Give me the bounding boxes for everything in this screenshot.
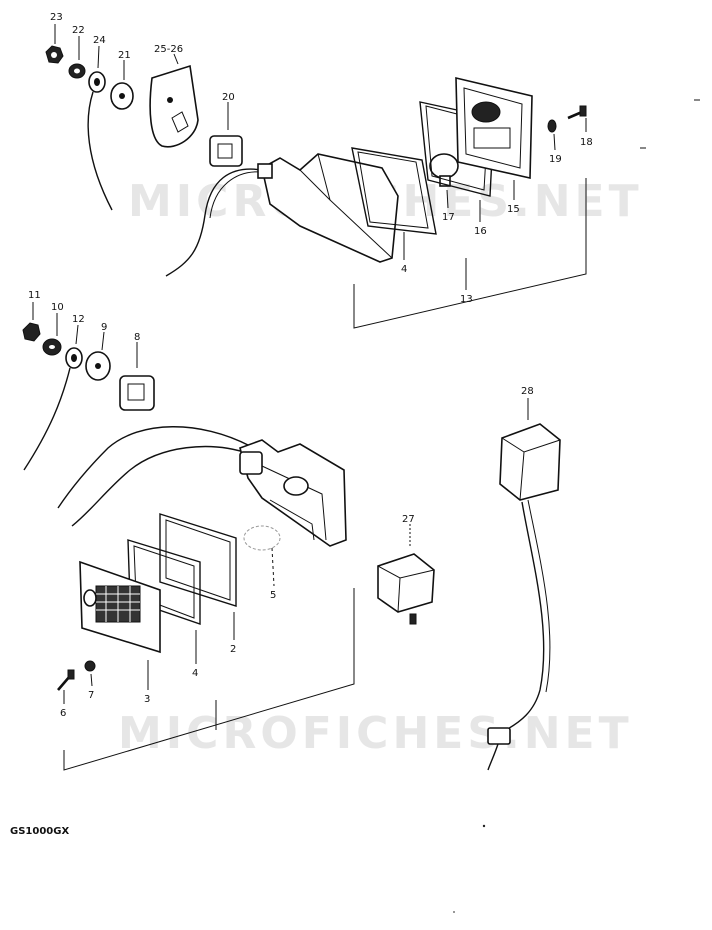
part-23-nut: [45, 24, 64, 64]
callout-12: 12: [72, 314, 85, 325]
part-27-relay: [377, 524, 435, 625]
part-11-nut: [22, 302, 41, 342]
callout-27: 27: [402, 514, 415, 525]
callout-15: 15: [507, 204, 520, 215]
callout-28: 28: [521, 386, 534, 397]
callout-6: 6: [60, 708, 66, 719]
part-mid-lamp-housing: [239, 439, 347, 547]
callout-7: 7: [88, 690, 94, 701]
part-6-screw: [57, 669, 75, 704]
callout-10: 10: [51, 302, 64, 313]
part-10-washer: [42, 313, 62, 356]
part-8-grommet: [119, 342, 155, 411]
callout-22: 22: [72, 25, 85, 36]
model-code: GS1000GX: [10, 826, 69, 837]
callout-24: 24: [93, 35, 106, 46]
callout-25-26: 25-26: [154, 44, 183, 55]
callout-17: 17: [442, 212, 455, 223]
callout-8: 8: [134, 332, 140, 343]
part-3-lens: [79, 560, 161, 690]
callout-3: 3: [144, 694, 150, 705]
callout-19: 19: [549, 154, 562, 165]
assembly-13-bracket: [353, 178, 587, 329]
part-9-washer: [85, 331, 111, 381]
mid-harness-wire-2: [71, 445, 251, 527]
callout-4-lower: 4: [192, 668, 198, 679]
part-24-ground-terminal: [87, 45, 113, 211]
callout-16: 16: [474, 226, 487, 237]
part-19-washer: [547, 119, 557, 151]
part-20-grommet: [209, 102, 243, 167]
part-28-flasher-relay: [487, 398, 561, 771]
callout-5: 5: [270, 590, 276, 601]
part-25-26-bracket: [149, 53, 199, 148]
part-21-washer: [110, 60, 134, 110]
callout-11: 11: [28, 290, 41, 301]
part-22-washer: [68, 36, 86, 79]
callout-4-top: 4: [401, 264, 407, 275]
callout-13: 13: [460, 294, 473, 305]
callout-9: 9: [101, 322, 107, 333]
part-15-lens: [455, 76, 533, 200]
callout-23: 23: [50, 12, 63, 23]
part-18-screw: [567, 105, 587, 132]
callout-18: 18: [580, 137, 593, 148]
part-2-gasket: [159, 513, 237, 640]
part-12-ground-terminal: [23, 324, 83, 471]
callout-20: 20: [222, 92, 235, 103]
callout-2: 2: [230, 644, 236, 655]
part-4-gasket-top: [351, 147, 437, 260]
callout-21: 21: [118, 50, 131, 61]
part-top-lamp-housing: [257, 153, 399, 263]
part-5-bulb: [243, 525, 281, 587]
top-harness-wire-2: [209, 171, 263, 219]
top-harness-wire: [165, 168, 263, 277]
mid-harness-wire-1: [57, 426, 251, 509]
watermark-bottom: MICROFICHES.NET: [118, 708, 633, 759]
part-7-washer: [84, 660, 96, 687]
assembly-lower-bracket: [63, 588, 355, 771]
